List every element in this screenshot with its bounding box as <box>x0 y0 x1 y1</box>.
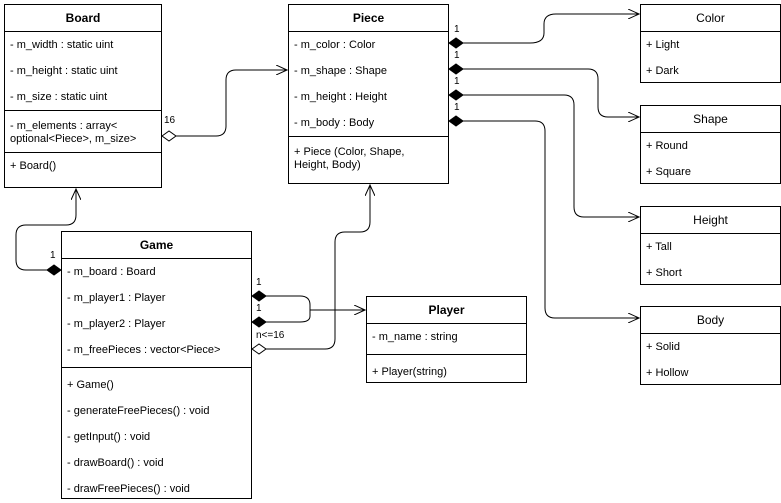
aggregation-board-piece[interactable] <box>161 70 287 142</box>
multiplicity-piece-height: 1 <box>454 76 460 87</box>
enum-height-title: Height <box>641 207 780 234</box>
class-piece-methods: + Piece (Color, Shape, Height, Body) <box>289 137 448 178</box>
enum-body-title: Body <box>641 307 780 334</box>
enum-color-values: + Light + Dark <box>641 32 780 84</box>
attribute: - m_height : Height <box>294 91 387 103</box>
composition-piece-body[interactable] <box>448 115 639 318</box>
attribute: - m_width : static uint <box>10 39 114 51</box>
multiplicity-piece-shape: 1 <box>454 50 460 61</box>
attribute: - m_player1 : Player <box>67 292 166 304</box>
method: + Player(string) <box>372 366 447 378</box>
method: + Game() <box>67 379 114 391</box>
enum-shape-values: + Round + Square <box>641 133 780 185</box>
method: - getInput() : void <box>67 431 151 443</box>
class-player-attributes: - m_name : string <box>367 324 526 355</box>
method: - drawFreePieces() : void <box>67 483 190 495</box>
class-board-methods: + Board() <box>5 153 161 179</box>
enum-value: + Solid <box>646 341 680 353</box>
filled-diamond-icon <box>448 89 464 101</box>
attribute: - m_color : Color <box>294 39 376 51</box>
hollow-diamond-icon <box>251 343 267 355</box>
attribute: - m_freePieces : vector<Piece> <box>67 344 221 356</box>
multiplicity-game-freepieces: n<=16 <box>256 330 285 341</box>
enum-value: + Light <box>646 39 680 51</box>
method-constructor: + Piece (Color, Shape, Height, Body) <box>289 137 448 178</box>
multiplicity-game-player1: 1 <box>256 277 262 288</box>
enum-color-title: Color <box>641 5 780 32</box>
class-board-title: Board <box>5 5 161 32</box>
filled-diamond-icon <box>46 264 62 276</box>
multiplicity-game-player2: 1 <box>256 303 262 314</box>
attribute: - m_board : Board <box>67 266 156 278</box>
composition-game-player1[interactable] <box>251 290 365 310</box>
enum-value: + Dark <box>646 65 679 77</box>
enum-height[interactable]: Height + Tall + Short <box>640 206 781 285</box>
attribute: - m_name : string <box>372 331 458 343</box>
class-piece[interactable]: Piece - m_color : Color - m_shape : Shap… <box>288 4 449 184</box>
filled-diamond-icon <box>251 290 267 302</box>
attribute: - m_height : static uint <box>10 65 118 77</box>
method-line: + Piece (Color, Shape, <box>294 146 405 158</box>
composition-piece-color[interactable] <box>448 14 639 49</box>
class-game-attributes: - m_board : Board - m_player1 : Player -… <box>62 259 251 368</box>
multiplicity-piece-body: 1 <box>454 102 460 113</box>
class-piece-attributes: - m_color : Color - m_shape : Shape - m_… <box>289 32 448 137</box>
enum-shape[interactable]: Shape + Round + Square <box>640 105 781 184</box>
class-game-title: Game <box>62 232 251 259</box>
class-board[interactable]: Board - m_width : static uint - m_height… <box>4 4 162 188</box>
method: + Board() <box>10 160 57 172</box>
class-game-methods: + Game() - generateFreePieces() : void -… <box>62 368 251 502</box>
enum-body[interactable]: Body + Solid + Hollow <box>640 306 781 385</box>
filled-diamond-icon <box>448 37 464 49</box>
method-line: Height, Body) <box>294 159 361 171</box>
filled-diamond-icon <box>448 115 464 127</box>
enum-shape-title: Shape <box>641 106 780 133</box>
class-board-elements: - m_elements : array< optional<Piece>, m… <box>5 111 161 153</box>
method: - drawBoard() : void <box>67 457 164 469</box>
composition-piece-height[interactable] <box>448 89 639 217</box>
multiplicity-piece-color: 1 <box>454 24 460 35</box>
class-player-title: Player <box>367 297 526 324</box>
class-game[interactable]: Game - m_board : Board - m_player1 : Pla… <box>61 231 252 499</box>
attribute: - m_player2 : Player <box>67 318 166 330</box>
attribute: - m_size : static uint <box>10 91 108 103</box>
filled-diamond-icon <box>448 63 464 75</box>
enum-color[interactable]: Color + Light + Dark <box>640 4 781 83</box>
class-player-methods: + Player(string) <box>367 355 526 385</box>
multiplicity-board-piece: 16 <box>164 115 176 126</box>
aggregation-game-freepieces[interactable] <box>251 185 370 355</box>
attribute: - m_shape : Shape <box>294 65 387 77</box>
attribute-elements: - m_elements : array< optional<Piece>, m… <box>5 111 161 152</box>
enum-value: + Hollow <box>646 367 689 379</box>
class-piece-title: Piece <box>289 5 448 32</box>
enum-value: + Tall <box>646 241 672 253</box>
method: - generateFreePieces() : void <box>67 405 210 417</box>
attribute-line: - m_elements : array< <box>10 120 118 132</box>
enum-height-values: + Tall + Short <box>641 234 780 286</box>
enum-body-values: + Solid + Hollow <box>641 334 780 386</box>
enum-value: + Round <box>646 140 688 152</box>
enum-value: + Square <box>646 166 691 178</box>
attribute-line: optional<Piece>, m_size> <box>10 133 137 145</box>
class-board-attributes: - m_width : static uint - m_height : sta… <box>5 32 161 111</box>
filled-diamond-icon <box>251 316 267 328</box>
multiplicity-game-board: 1 <box>50 250 56 261</box>
hollow-diamond-icon <box>161 130 177 142</box>
composition-piece-shape[interactable] <box>448 63 639 117</box>
class-player[interactable]: Player - m_name : string + Player(string… <box>366 296 527 383</box>
enum-value: + Short <box>646 267 682 279</box>
attribute: - m_body : Body <box>294 117 375 129</box>
